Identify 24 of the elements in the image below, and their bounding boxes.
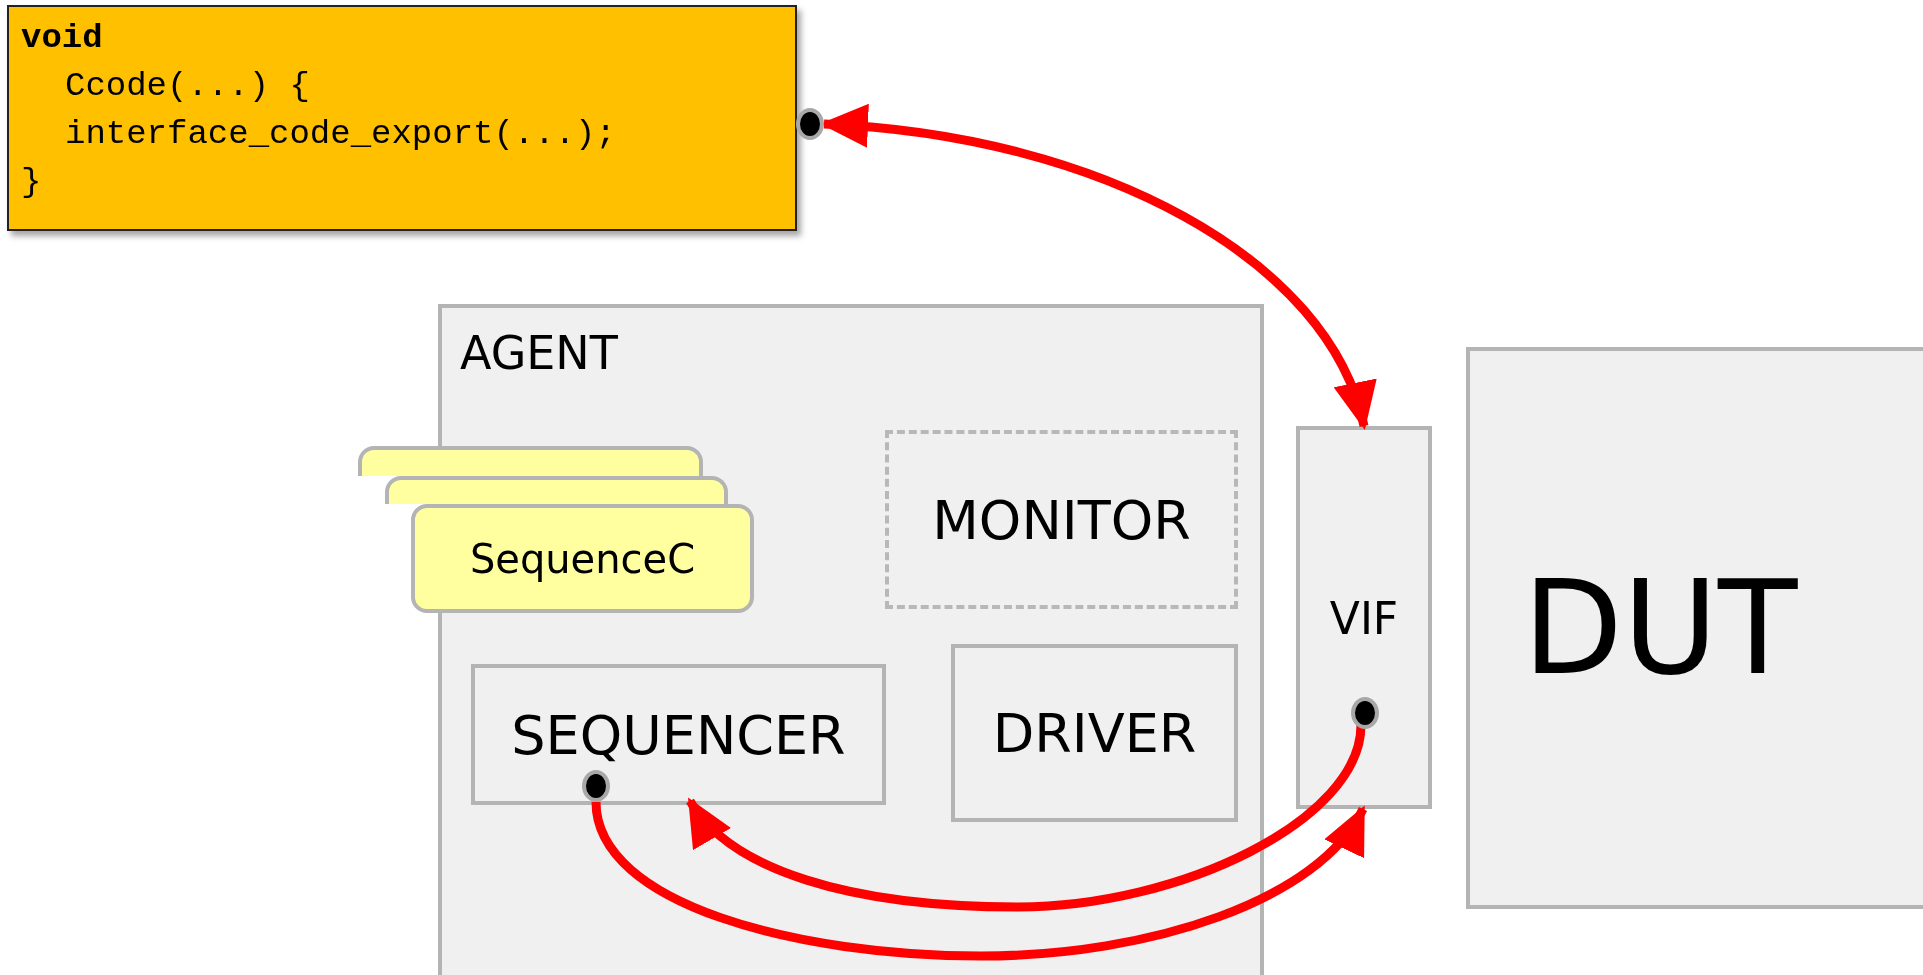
port-dot [796, 108, 824, 140]
component-label: DRIVER [991, 701, 1198, 765]
dut-box [1466, 347, 1923, 909]
code-line: interface_code_export(...); [65, 115, 616, 153]
sequence-card [411, 504, 754, 613]
container-title: AGENT [460, 326, 618, 380]
code-box [7, 5, 797, 231]
component-label: SEQUENCER [510, 703, 847, 766]
sequence-card [385, 476, 728, 504]
curved-arrow [591, 801, 1367, 961]
code-line: } [21, 163, 42, 201]
monitor-box [885, 430, 1238, 609]
code-line: void [21, 19, 103, 57]
curved-arrow [686, 724, 1366, 912]
component-label: VIF [1328, 592, 1400, 643]
component-label: DUT [1521, 552, 1799, 704]
component-box [1296, 426, 1432, 809]
sequence-card [358, 446, 703, 476]
component-label: SequenceC [468, 535, 697, 582]
component-label: MONITOR [931, 488, 1192, 551]
component-box [471, 664, 886, 805]
port-dot [1351, 697, 1379, 729]
component-box [951, 644, 1238, 822]
code-line: Ccode(...) { [65, 67, 310, 105]
